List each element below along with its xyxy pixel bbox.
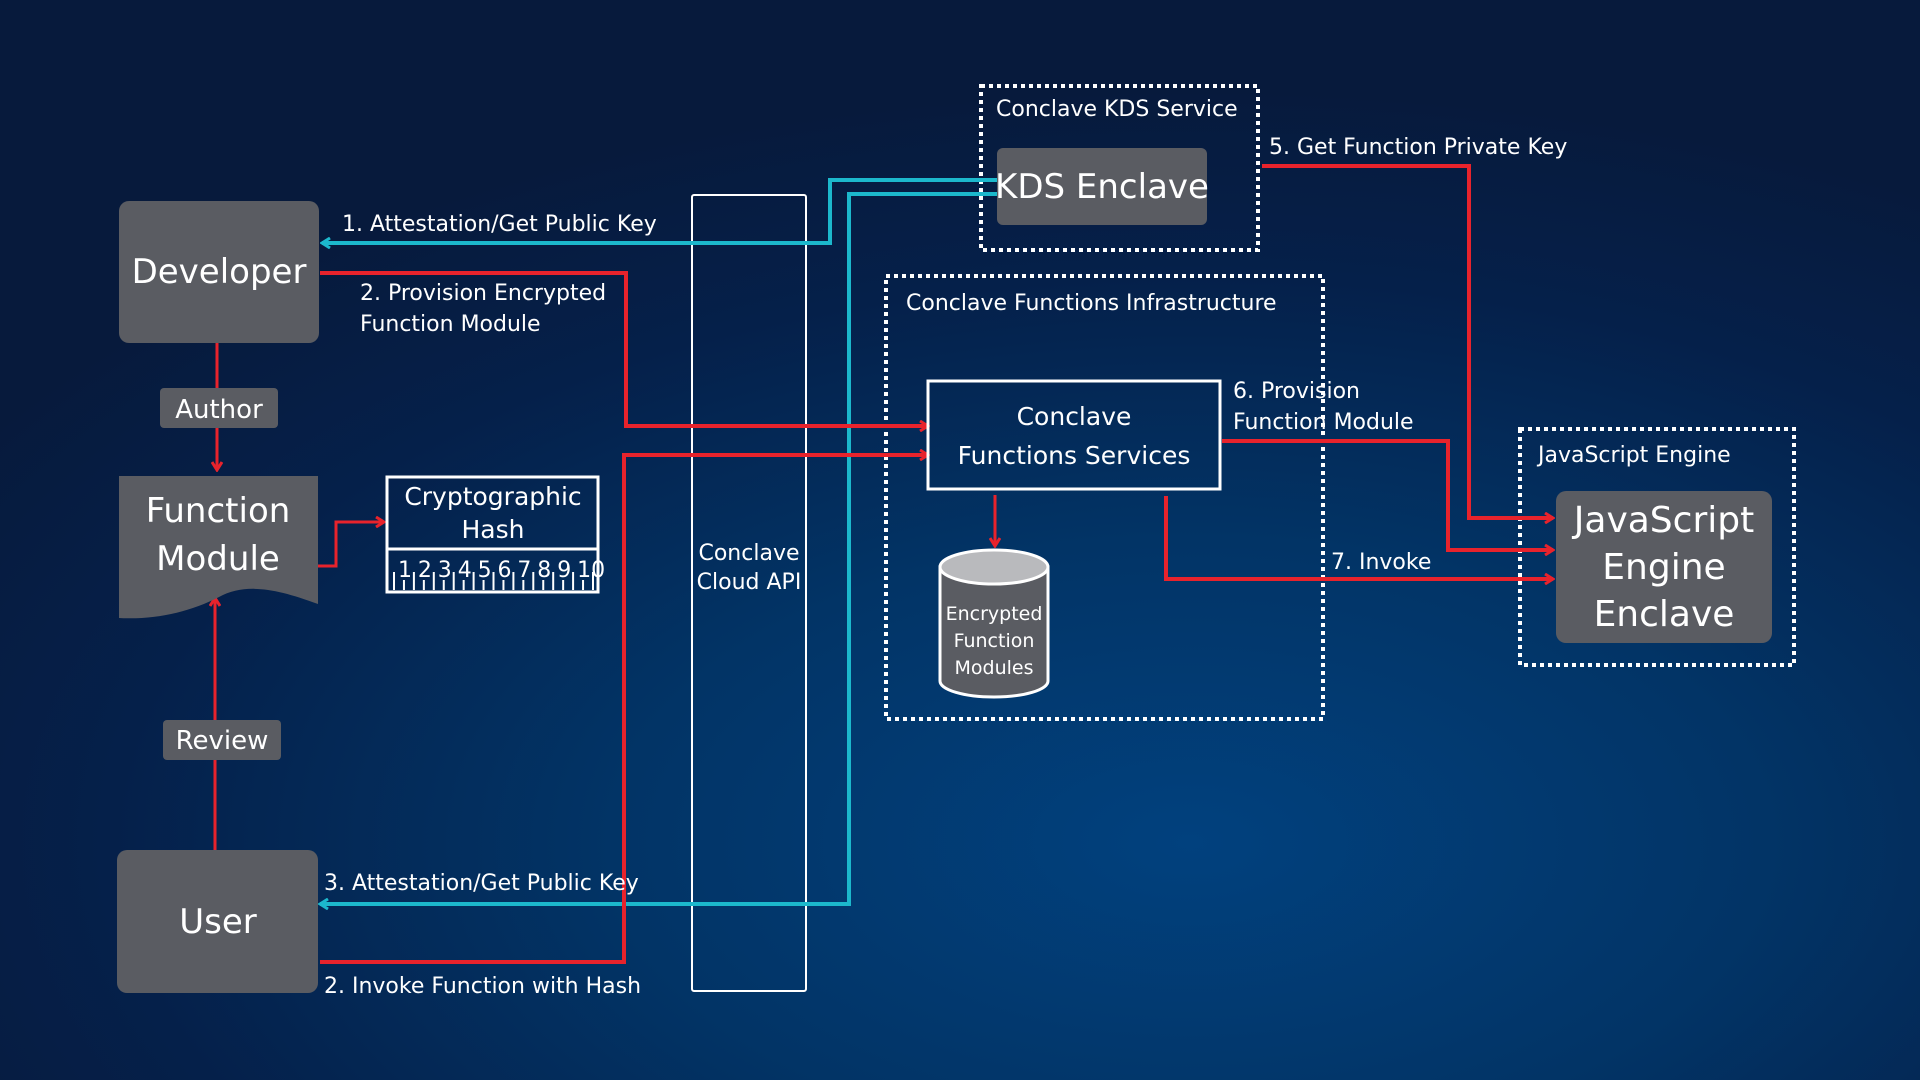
- ruler-number: 8: [537, 558, 551, 583]
- edge-2b-label: 2. Invoke Function with Hash: [324, 974, 641, 999]
- edge-7-invoke: [1164, 496, 1553, 579]
- kds-group-label: Conclave KDS Service: [996, 97, 1238, 122]
- hash-title-2: Hash: [462, 515, 525, 544]
- ruler-number: 10: [577, 558, 605, 583]
- functions-services-node: [926, 379, 1222, 491]
- ruler-number: 6: [498, 558, 512, 583]
- review-label: Review: [176, 726, 269, 756]
- js-enclave-label-1: JavaScript: [1572, 500, 1754, 541]
- edge-2a-label-1: 2. Provision Encrypted: [360, 281, 606, 306]
- function-module-label-2: Module: [156, 539, 280, 579]
- kds-service-group: [979, 84, 1260, 252]
- ruler-number: 4: [458, 558, 472, 583]
- ruler-number: 3: [438, 558, 452, 583]
- hash-edge: [318, 522, 384, 568]
- edge-6-provision-module: [1222, 439, 1553, 550]
- author-tag: [160, 388, 278, 428]
- review-tag: [163, 720, 281, 760]
- ruler-number: 9: [557, 558, 571, 583]
- developer-label: Developer: [132, 252, 307, 292]
- function-module-node: [119, 476, 318, 619]
- edge-3-attestation-user: [320, 192, 997, 904]
- functions-services-label-2: Functions Services: [958, 441, 1191, 470]
- db-label-2: Function: [954, 630, 1035, 652]
- ruler-number: 1: [398, 558, 412, 583]
- edge-2-invoke: [320, 455, 928, 964]
- functions-infra-label: Conclave Functions Infrastructure: [906, 291, 1277, 316]
- hash-node: [385, 475, 600, 594]
- ruler-number: 5: [478, 558, 492, 583]
- edge-1-attestation-developer: [322, 178, 997, 243]
- db-label-1: Encrypted: [946, 603, 1043, 625]
- js-group-label: JavaScript Engine: [1536, 443, 1731, 468]
- db-label-3: Modules: [955, 657, 1034, 679]
- function-module-label-1: Function: [146, 491, 291, 531]
- edge-5-private-key: [1262, 164, 1553, 518]
- javascript-engine-group: [1518, 427, 1796, 667]
- functions-infrastructure-group: [884, 274, 1325, 721]
- author-label: Author: [175, 395, 263, 425]
- edge-6-label-2: Function Module: [1233, 410, 1414, 435]
- ruler-number: 2: [418, 558, 432, 583]
- js-enclave-label-2: Engine: [1602, 547, 1725, 588]
- edge-3-label: 3. Attestation/Get Public Key: [324, 871, 639, 896]
- edge-2a-label-2: Function Module: [360, 312, 541, 337]
- cloud-api-column: [691, 194, 807, 992]
- ruler-number: 7: [517, 558, 531, 583]
- kds-enclave-node: [997, 148, 1207, 225]
- edge-7-label: 7. Invoke: [1331, 550, 1431, 575]
- user-label: User: [179, 902, 257, 942]
- js-enclave-label-3: Enclave: [1594, 594, 1735, 635]
- cloud-api-label-1: Conclave: [698, 541, 799, 566]
- hash-title-1: Cryptographic: [404, 482, 581, 511]
- encrypted-modules-db: [938, 548, 1050, 699]
- edge-5-label: 5. Get Function Private Key: [1269, 135, 1567, 160]
- edge-2-provision: [320, 271, 928, 426]
- functions-services-label-1: Conclave: [1017, 402, 1132, 431]
- edge-6-label-1: 6. Provision: [1233, 379, 1360, 404]
- cloud-api-label-2: Cloud API: [697, 570, 802, 595]
- js-enclave-node: [1556, 491, 1772, 643]
- edge-1-label: 1. Attestation/Get Public Key: [342, 212, 657, 237]
- user-node: [117, 850, 318, 993]
- kds-enclave-label: KDS Enclave: [995, 167, 1209, 207]
- developer-node: [119, 201, 319, 343]
